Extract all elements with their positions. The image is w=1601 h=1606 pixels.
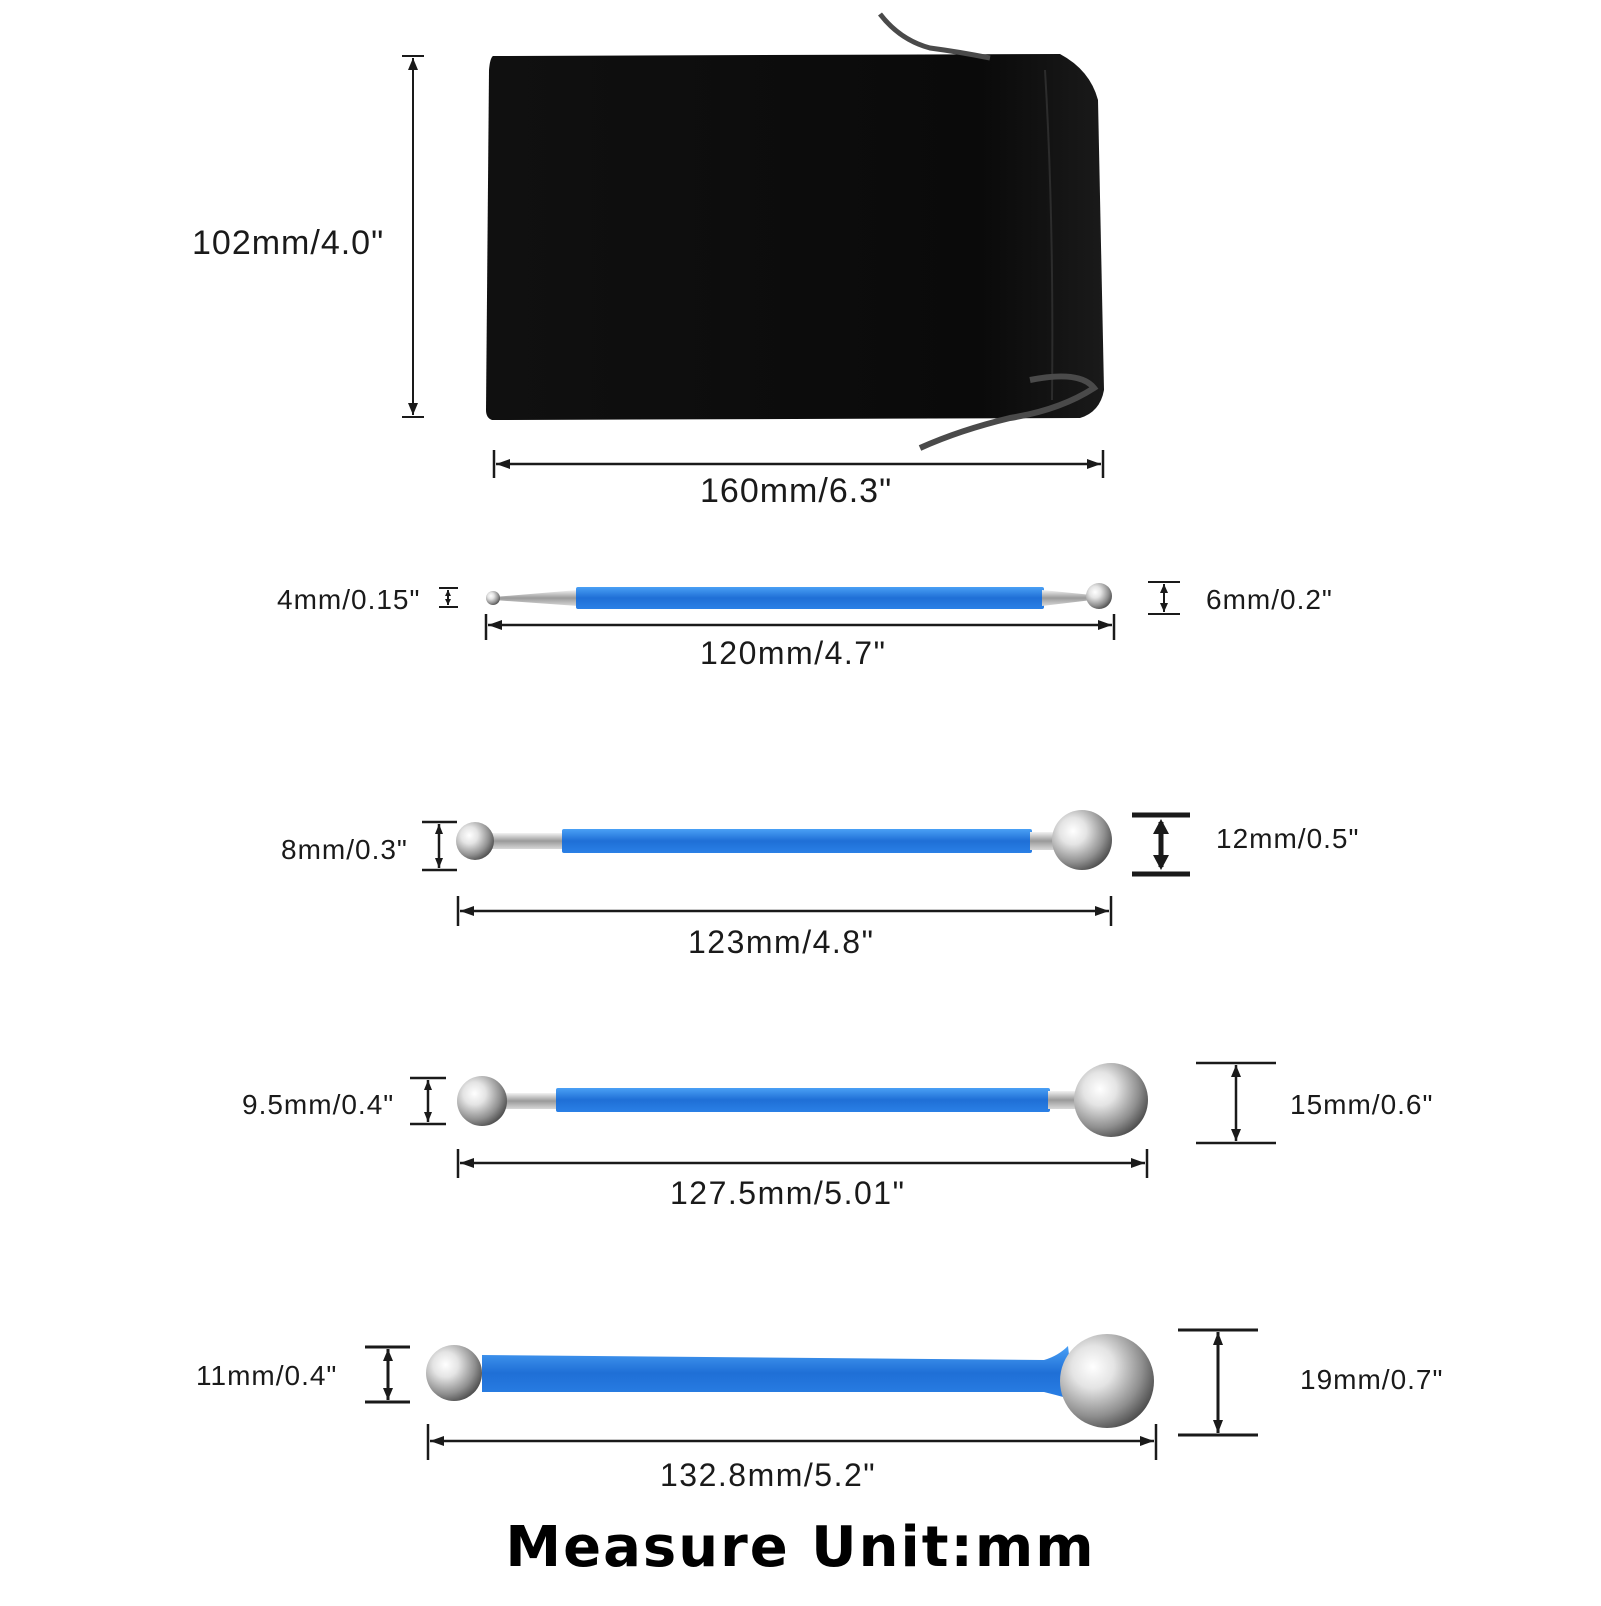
tool-4-left-ball-dimension <box>365 1345 410 1404</box>
tool-3-length-dimension <box>456 1149 1149 1178</box>
tool-2-right-ball-label: 12mm/0.5" <box>1216 823 1360 854</box>
drawstring-top <box>878 12 991 61</box>
tool-1-length-label: 120mm/4.7" <box>700 635 887 671</box>
tool-1-right-shaft <box>1042 590 1092 606</box>
tool-2-left-ball <box>456 822 494 860</box>
tool-2-handle <box>562 829 1032 853</box>
pouch-body <box>486 54 1104 420</box>
tool-4-right-ball-label: 19mm/0.7" <box>1300 1364 1444 1395</box>
tool-3-right-ball <box>1074 1063 1148 1137</box>
tool-2-right-ball <box>1052 810 1112 870</box>
tool-3-length-label: 127.5mm/5.01" <box>670 1175 906 1211</box>
tool-3-right-shaft <box>1048 1091 1076 1109</box>
tool-3-left-shaft <box>500 1093 558 1109</box>
tool-4-length-label: 132.8mm/5.2" <box>660 1457 877 1493</box>
tool-4 <box>426 1334 1154 1428</box>
tool-1-length-dimension <box>484 614 1116 640</box>
tool-3-right-ball-dimension <box>1196 1061 1276 1145</box>
tool-1-left-ball-dimension <box>439 587 458 608</box>
pouch-width-dimension <box>492 450 1105 478</box>
tool-2-length-dimension <box>456 896 1113 926</box>
tool-2-length-label: 123mm/4.8" <box>688 924 875 960</box>
tool-4-left-ball-label: 11mm/0.4" <box>196 1360 338 1391</box>
pouch-height-label: 102mm/4.0" <box>192 224 385 262</box>
tool-4-length-dimension <box>426 1424 1158 1460</box>
tool-3-left-ball-label: 9.5mm/0.4" <box>242 1089 395 1120</box>
pouch-height-dimension <box>402 55 424 418</box>
tool-3-left-ball <box>457 1076 507 1126</box>
tool-1 <box>486 583 1112 609</box>
tool-3-left-ball-dimension <box>410 1076 446 1126</box>
tool-1-left-tip <box>494 590 578 606</box>
tool-2-left-ball-dimension <box>422 820 457 872</box>
drawstring-bottom <box>918 373 1099 451</box>
measure-unit-caption: Measure Unit:mm <box>505 1515 1096 1580</box>
tool-3-right-ball-label: 15mm/0.6" <box>1290 1089 1434 1120</box>
tool-1-right-ball-label: 6mm/0.2" <box>1206 584 1333 615</box>
tool-1-handle <box>576 587 1044 609</box>
tool-2-left-ball-label: 8mm/0.3" <box>281 834 408 865</box>
tool-4-right-ball-dimension <box>1178 1328 1258 1437</box>
pouch <box>486 12 1104 451</box>
tool-4-left-ball <box>426 1345 482 1401</box>
tool-1-left-ball-label: 4mm/0.15" <box>277 584 421 615</box>
tool-3-handle <box>556 1088 1050 1112</box>
tool-3 <box>457 1063 1148 1137</box>
tool-1-right-ball <box>1086 583 1112 609</box>
tool-4-handle <box>482 1346 1074 1400</box>
tool-1-left-ball <box>486 591 500 605</box>
tool-4-right-ball <box>1060 1334 1154 1428</box>
pouch-width-label: 160mm/6.3" <box>700 472 893 510</box>
tool-1-right-ball-dimension <box>1148 581 1180 615</box>
tool-2 <box>456 810 1112 870</box>
pouch-seam <box>1044 69 1054 401</box>
tool-2-right-ball-dimension <box>1132 812 1190 877</box>
tool-2-left-shaft <box>488 833 564 849</box>
